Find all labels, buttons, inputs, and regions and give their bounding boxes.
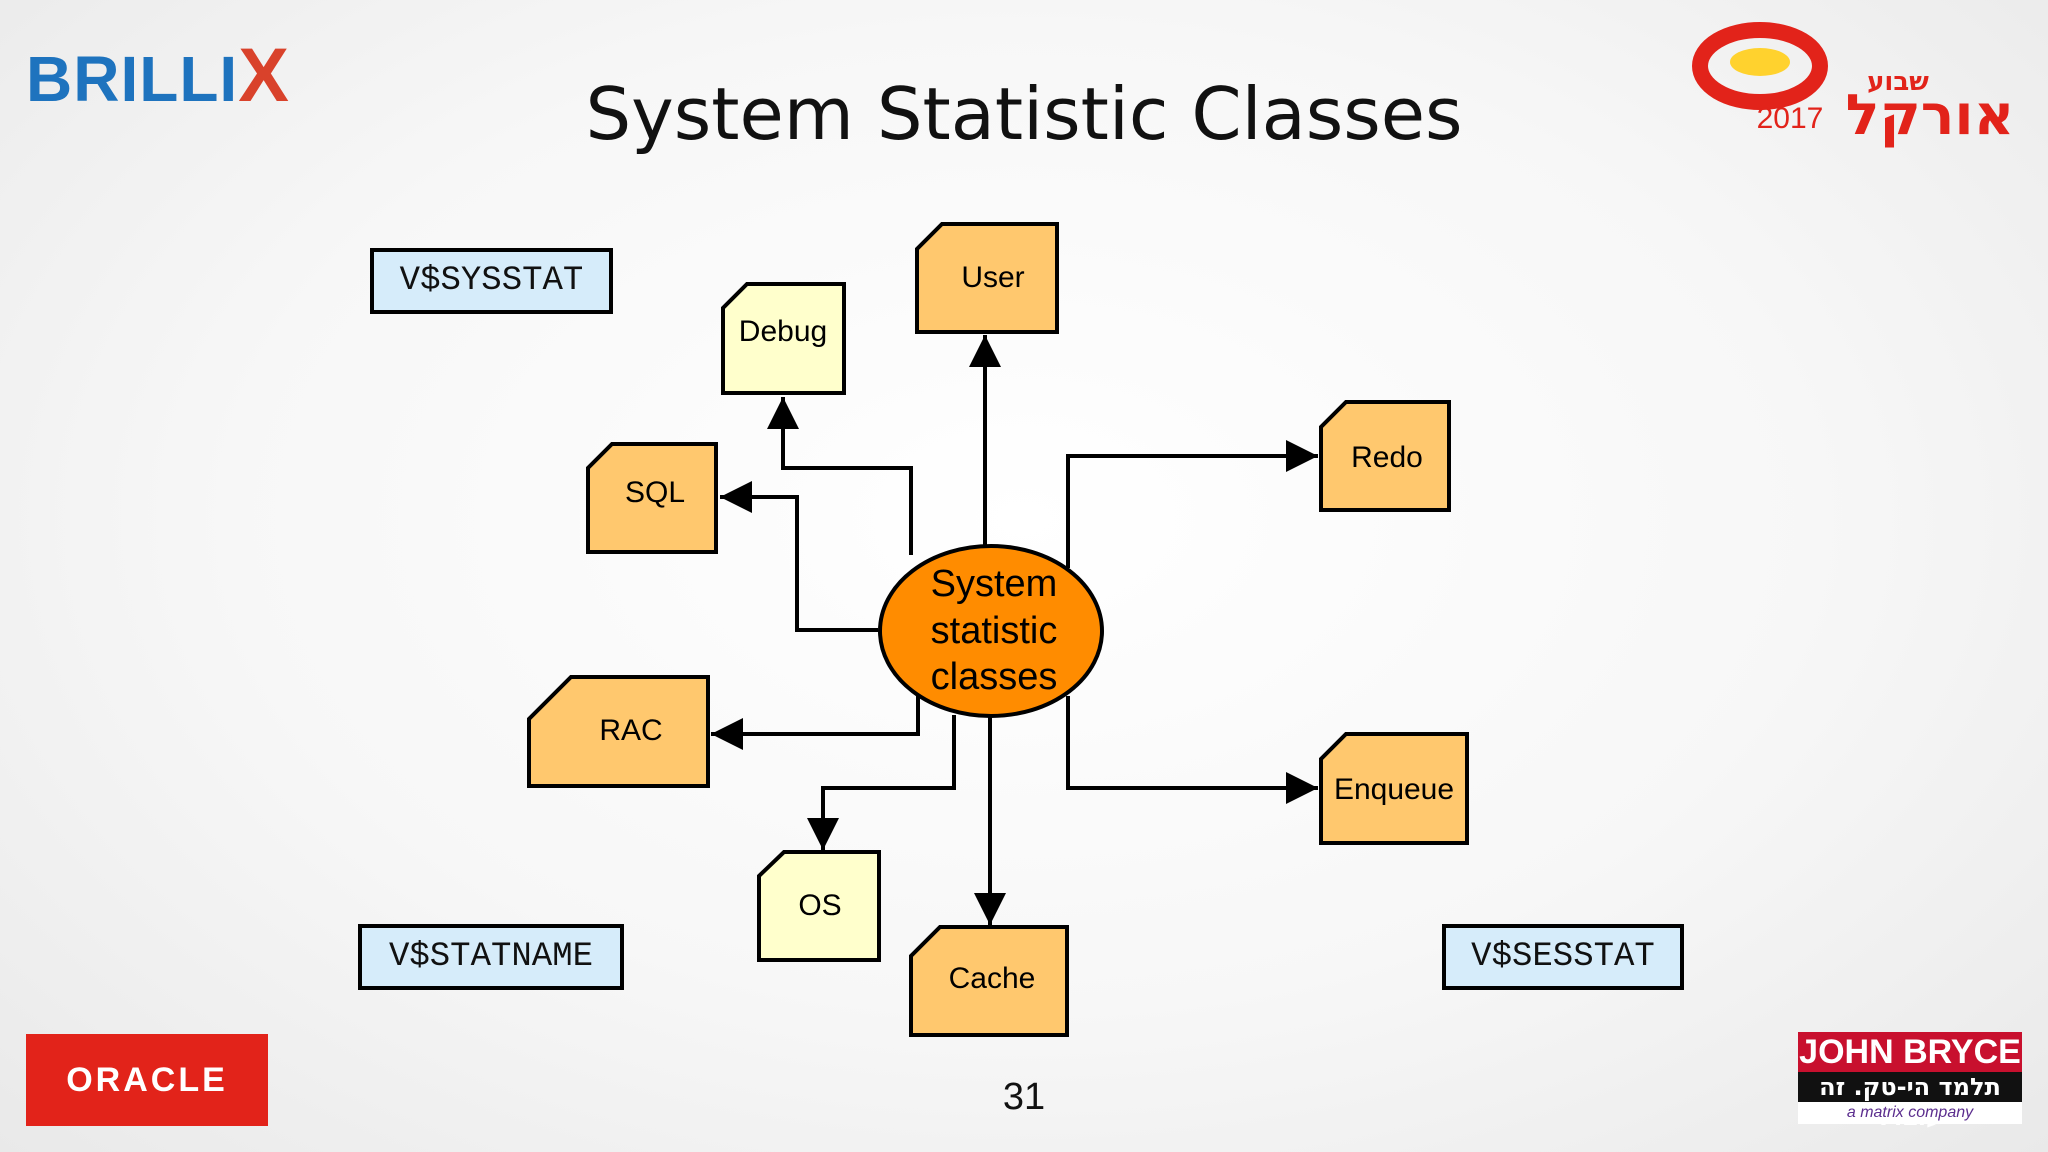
orakel-ring [1692, 22, 1828, 110]
orakel-ring-core [1730, 48, 1790, 76]
node-redo [1319, 400, 1451, 512]
node-sql-label: SQL [625, 476, 685, 509]
node-sql [586, 442, 718, 554]
slide-title: System Statistic Classes [585, 72, 1463, 156]
node-cache [909, 925, 1069, 1037]
node-os-label: OS [798, 889, 841, 922]
john-bryce-title: JOHN BRYCE [1798, 1032, 2022, 1072]
orakel-week-word: שבוע [1867, 67, 1929, 97]
orakel-week-logo: שבוע אורקל 2017 [1692, 22, 2015, 148]
page-number: 31 [1002, 1076, 1046, 1118]
oracle-logo: ORACLE [26, 1034, 268, 1126]
node-rac-label: RAC [599, 714, 662, 747]
orakel-word: אורקל [1846, 83, 2015, 148]
connector-debug [767, 397, 913, 555]
brillix-logo-text: BRILLI [26, 43, 239, 115]
brillix-logo-x: X [238, 33, 290, 118]
view-vstatname: V$STATNAME [358, 924, 624, 990]
node-user-label: User [961, 261, 1024, 294]
center-node [878, 544, 1104, 718]
node-redo-label: Redo [1351, 441, 1423, 474]
node-debug [721, 282, 846, 395]
node-cache-label: Cache [949, 962, 1036, 995]
connector-enqueue [1066, 696, 1318, 804]
center-label-line-2: statistic [931, 610, 1058, 652]
view-vsysstat: V$SYSSTAT [370, 248, 613, 314]
connector-sql [720, 481, 878, 632]
node-debug-label: Debug [739, 315, 827, 348]
node-user [915, 222, 1059, 334]
orakel-year: 2017 [1757, 102, 1824, 135]
connector-os [807, 715, 956, 850]
john-bryce-logo: JOHN BRYCE תלמד הי-טק. זה עובד! a matrix… [1798, 1032, 2022, 1131]
node-enqueue [1319, 732, 1469, 845]
john-bryce-tagline: תלמד הי-טק. זה עובד! [1798, 1072, 2022, 1131]
center-label-line-1: System [931, 563, 1058, 605]
node-os [757, 850, 881, 962]
john-bryce-company: a matrix company [1798, 1102, 2022, 1124]
node-rac [527, 675, 710, 788]
view-vsesstat: V$SESSTAT [1442, 924, 1684, 990]
connector-redo [1066, 440, 1318, 568]
center-label-line-3: classes [931, 656, 1058, 698]
node-enqueue-label: Enqueue [1334, 773, 1454, 806]
connector-rac [711, 695, 920, 750]
brillix-logo: BRILLIX [26, 32, 290, 119]
